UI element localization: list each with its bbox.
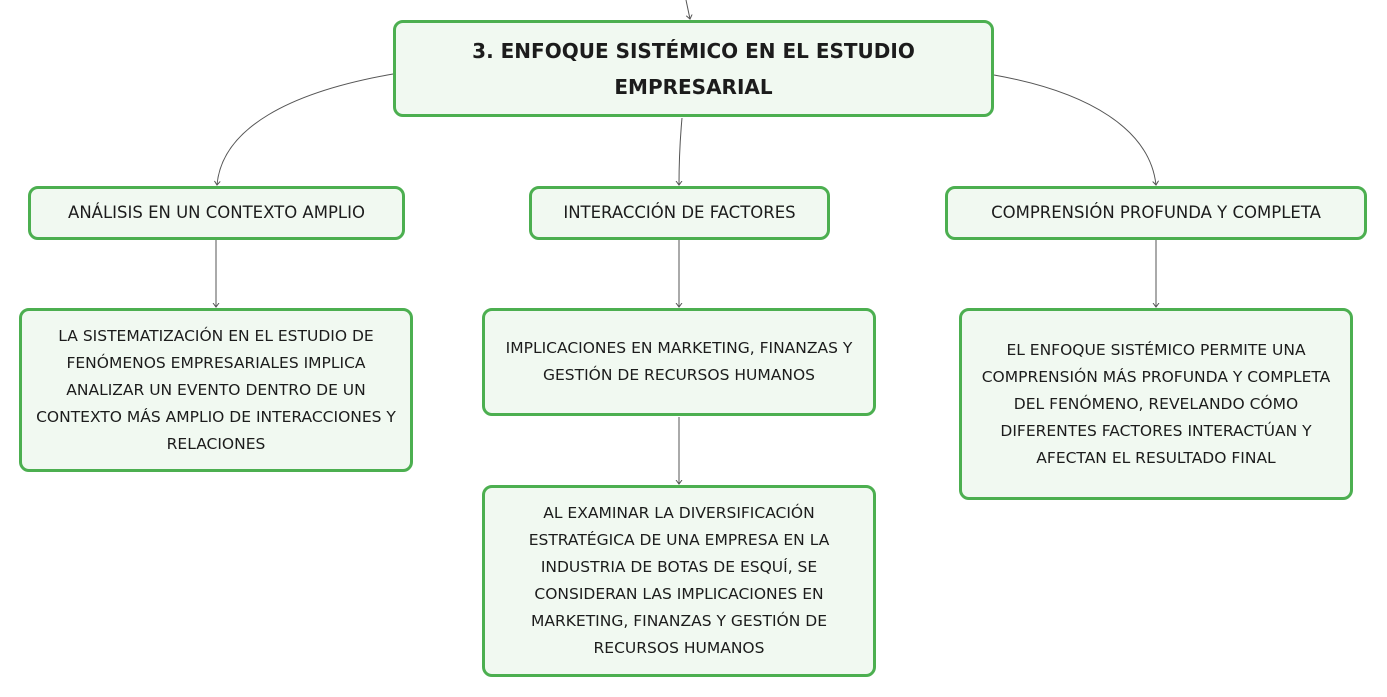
branch-node-analisis[interactable]: ANÁLISIS EN UN CONTEXTO AMPLIO (28, 186, 405, 240)
root-node-label: 3. ENFOQUE SISTÉMICO EN EL ESTUDIO EMPRE… (472, 38, 915, 99)
detail-node-label: IMPLICACIONES EN MARKETING, FINANZAS Y G… (505, 339, 853, 384)
connector-parent-to-root (685, 0, 690, 19)
branch-node-comprension[interactable]: COMPRENSIÓN PROFUNDA Y COMPLETA (945, 186, 1367, 240)
detail-node-sistematizacion[interactable]: LA SISTEMATIZACIÓN EN EL ESTUDIO DE FENÓ… (19, 308, 413, 472)
detail-node-label: LA SISTEMATIZACIÓN EN EL ESTUDIO DE FENÓ… (36, 326, 396, 453)
detail-node-label: EL ENFOQUE SISTÉMICO PERMITE UNA COMPREN… (981, 340, 1331, 467)
root-node[interactable]: 3. ENFOQUE SISTÉMICO EN EL ESTUDIO EMPRE… (393, 20, 994, 117)
connector-root-to-branch-1 (217, 73, 394, 185)
connector-root-to-branch-3 (993, 74, 1156, 185)
connector-root-to-branch-2 (679, 117, 683, 185)
branch-node-label: ANÁLISIS EN UN CONTEXTO AMPLIO (68, 203, 365, 222)
detail-node-enfoque[interactable]: EL ENFOQUE SISTÉMICO PERMITE UNA COMPREN… (959, 308, 1353, 500)
detail-node-diversificacion[interactable]: AL EXAMINAR LA DIVERSIFICACIÓN ESTRATÉGI… (482, 485, 876, 677)
branch-node-label: INTERACCIÓN DE FACTORES (563, 203, 796, 222)
branch-node-label: COMPRENSIÓN PROFUNDA Y COMPLETA (991, 203, 1321, 222)
detail-node-label: AL EXAMINAR LA DIVERSIFICACIÓN ESTRATÉGI… (528, 504, 830, 657)
branch-node-interaccion[interactable]: INTERACCIÓN DE FACTORES (529, 186, 830, 240)
detail-node-implicaciones[interactable]: IMPLICACIONES EN MARKETING, FINANZAS Y G… (482, 308, 876, 416)
